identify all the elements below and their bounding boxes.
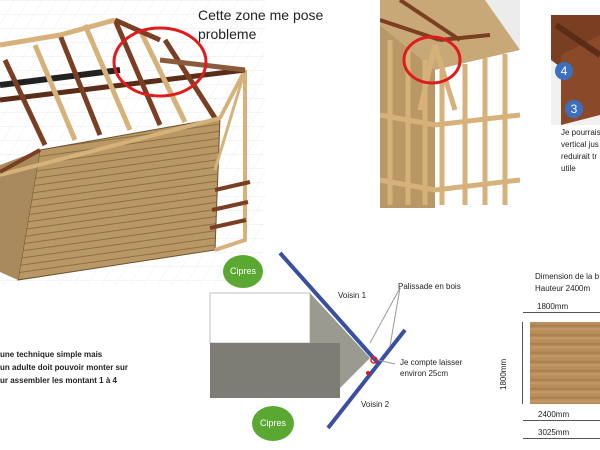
annotation-line2: probleme xyxy=(198,26,257,42)
dim-bottom2-line xyxy=(523,438,600,439)
problem-zone-circle-2 xyxy=(402,35,462,85)
annotation-line1: Cette zone me pose xyxy=(198,7,324,23)
cypress-bottom: Cipres xyxy=(252,406,294,441)
dim-bottom2-label: 3025mm xyxy=(538,428,570,437)
post-label-4: 4 xyxy=(555,62,573,80)
floor-joists xyxy=(209,180,251,230)
problem-zone-circle xyxy=(112,26,208,98)
site-plan xyxy=(200,248,415,450)
left-note-3: ur assembler les montant 1 à 4 xyxy=(0,376,117,385)
palissade-label: Palissade en bois xyxy=(398,282,461,291)
detail-note-2: vertical jus xyxy=(561,140,599,149)
fence-voisin2 xyxy=(326,328,407,430)
cypress-top: Cipres xyxy=(223,255,263,288)
post-label-3: 3 xyxy=(565,100,583,118)
dim-title: Dimension de la b xyxy=(535,272,600,281)
wall-side xyxy=(0,150,40,280)
left-note-1: une technique simple mais xyxy=(0,350,103,359)
voisin1-label: Voisin 1 xyxy=(338,291,367,300)
voisin2-label: Voisin 2 xyxy=(361,400,390,409)
shed-render-svg xyxy=(0,0,265,285)
dim-top-label: 1800mm xyxy=(537,302,569,311)
dim-bottom1-label: 2400mm xyxy=(538,410,570,419)
fence-voisin1 xyxy=(278,251,380,365)
dim-bottom1-line xyxy=(523,420,600,421)
detail-note-3: reduirait tr xyxy=(561,152,598,161)
main-render xyxy=(0,0,265,285)
rafters xyxy=(0,17,246,147)
shed-body xyxy=(210,343,340,398)
dim-height: Hauteur 2400m xyxy=(535,284,591,293)
detail-note-4: utile xyxy=(561,164,576,173)
shed-roof-top xyxy=(209,292,311,344)
detail-note-1: Je pourrais xyxy=(561,128,600,137)
gap-note-2: environ 25cm xyxy=(400,369,449,378)
gap-note-1: Je compte laisser xyxy=(400,358,463,367)
dim-top-line xyxy=(523,312,600,313)
dim-side-line xyxy=(522,322,523,404)
gable-render xyxy=(380,0,520,208)
wood-texture-panel xyxy=(530,322,600,404)
left-note-2: un adulte doit pouvoir monter sur xyxy=(0,363,128,372)
dark-purlin xyxy=(0,67,121,88)
dim-side-label: 1800mm xyxy=(499,358,508,390)
gable-render-svg xyxy=(380,0,520,208)
end-frame xyxy=(214,69,247,252)
